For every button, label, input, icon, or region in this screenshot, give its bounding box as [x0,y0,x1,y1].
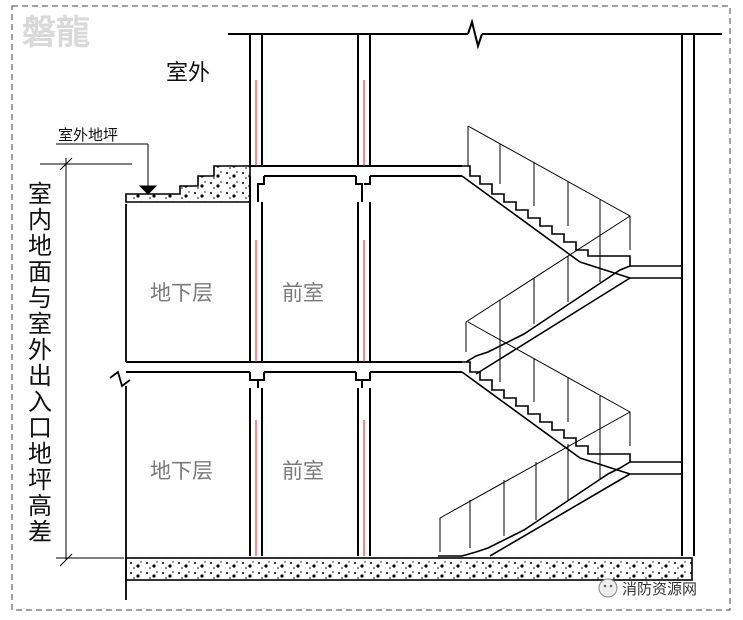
svg-text:室: 室 [28,310,52,338]
label-outdoor: 室外 [166,61,210,86]
ground-level-marker [40,143,158,195]
wechat-icon [598,578,618,598]
svg-text:与: 与 [28,284,52,312]
svg-text:内: 内 [28,206,52,234]
svg-text:地: 地 [28,440,52,468]
watermark-logo: 磐龍 [22,13,90,53]
middle-floor-slab [126,361,462,388]
label-vestibule-lower: 前室 [282,459,324,483]
dashed-frame [11,5,731,611]
height-dimension-line [56,157,124,567]
outdoor-ground-fill [125,165,251,203]
svg-text:入: 入 [28,388,52,416]
upper-floor-slab [249,165,462,202]
svg-text:坪: 坪 [28,466,52,494]
height-difference-label: 室 内 地 面 与 室 外 出 入 口 地 坪 高 差 [28,180,52,546]
right-wall [681,34,695,556]
svg-text:面: 面 [28,258,52,286]
bottom-slab [125,557,693,581]
svg-text:差: 差 [28,518,52,546]
left-wall [109,204,131,600]
vestibule-walls [249,34,371,556]
top-break-line [228,18,722,50]
svg-text:消防资源网: 消防资源网 [622,580,697,598]
svg-text:口: 口 [28,414,52,442]
source-tag: 消防资源网 [598,578,697,598]
svg-text:高: 高 [28,492,52,520]
handrails [439,125,631,552]
label-outdoor-ground: 室外地坪 [58,126,118,144]
svg-text:外: 外 [28,336,52,364]
stair-flights [438,165,682,557]
label-basement-lower: 地下层 [150,459,213,483]
door-lines [255,80,365,556]
label-vestibule-upper: 前室 [282,281,324,305]
svg-text:地: 地 [28,232,52,260]
svg-text:室: 室 [28,180,52,208]
svg-text:出: 出 [28,362,52,390]
label-basement-upper: 地下层 [150,281,213,305]
